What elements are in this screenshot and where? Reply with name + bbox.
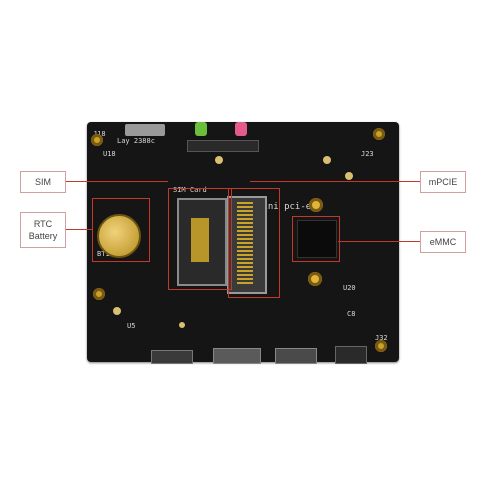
- mpcie-highlight: [228, 188, 280, 298]
- header-connector: [187, 140, 259, 152]
- pad: [113, 307, 121, 315]
- mounting-hole: [93, 288, 105, 300]
- sim-callout-line: [64, 181, 168, 182]
- rtc-battery-callout: RTC Battery: [20, 212, 66, 248]
- rtc-label-line2: Battery: [28, 231, 58, 241]
- silk-u18: U18: [103, 150, 116, 158]
- mounting-hole: [309, 198, 323, 212]
- mounting-hole: [91, 134, 103, 146]
- pad: [215, 156, 223, 164]
- silk-lay: Lay 2388c: [117, 137, 155, 145]
- usb-connector: [125, 124, 165, 136]
- silk-j32: J32: [375, 334, 388, 342]
- mpcie-pins: [237, 202, 253, 284]
- sim-label: SIM: [34, 177, 51, 187]
- bottom-connector: [275, 348, 317, 364]
- silk-c8: C8: [347, 310, 356, 318]
- sim-callout: SIM: [20, 171, 66, 193]
- silk-j23: J23: [361, 150, 374, 158]
- mounting-hole: [375, 340, 387, 352]
- silk-sim-card: SIM Card: [173, 186, 207, 194]
- mounting-hole: [373, 128, 385, 140]
- emmc-highlight: [292, 216, 340, 262]
- audio-jack-green: [195, 122, 207, 136]
- emmc-label: eMMC: [429, 237, 457, 247]
- silk-u5: U5: [127, 322, 136, 330]
- bottom-connector: [335, 346, 367, 364]
- pad: [345, 172, 353, 180]
- pad: [179, 322, 185, 328]
- emmc-chip: [297, 220, 337, 258]
- mounting-hole: [308, 272, 322, 286]
- emmc-callout: eMMC: [420, 231, 466, 253]
- silk-bt1: BT1: [97, 250, 110, 258]
- mpcie-callout: mPCIE: [420, 171, 466, 193]
- emmc-callout-line: [338, 241, 420, 242]
- rtc-label-line1: RTC: [33, 219, 53, 229]
- bottom-connector: [213, 348, 261, 364]
- audio-jack-pink: [235, 122, 247, 136]
- mpcie-callout-line: [250, 181, 420, 182]
- mpcie-label: mPCIE: [428, 177, 458, 187]
- rtc-highlight: [92, 198, 150, 262]
- silk-mini-pcie: mini pci-e: [257, 202, 312, 212]
- silk-u20: U20: [343, 284, 356, 292]
- rtc-callout-line: [64, 229, 92, 230]
- circuit-board: J18 Lay 2388c U18 SIM Card mini pci-e BT…: [87, 122, 399, 364]
- rtc-battery: [97, 214, 141, 258]
- sim-highlight: [168, 188, 232, 290]
- sim-contacts: [191, 218, 209, 262]
- pad: [323, 156, 331, 164]
- bottom-connector: [151, 350, 193, 364]
